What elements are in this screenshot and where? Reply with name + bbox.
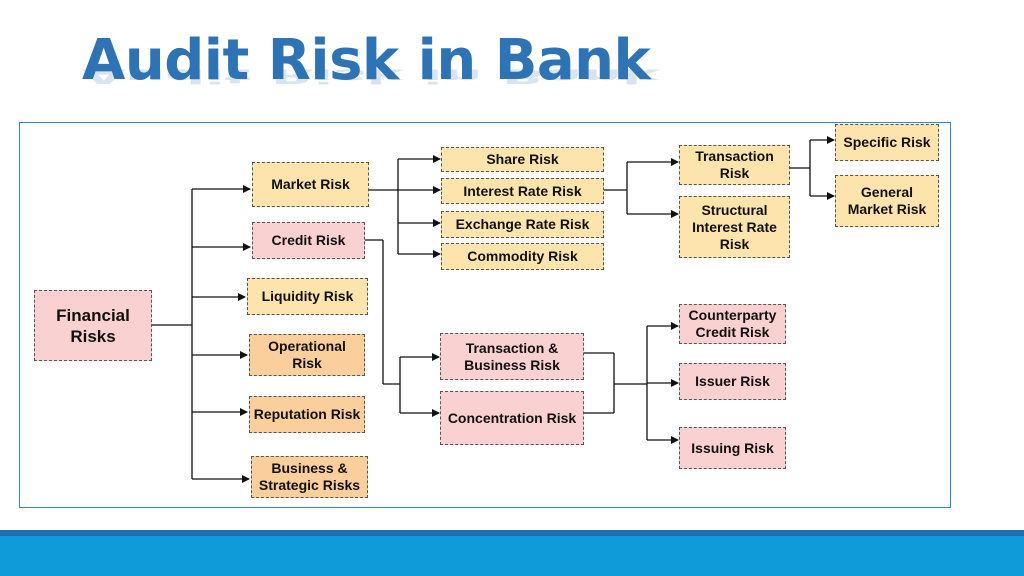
- node-operational-risk: Operational Risk: [249, 334, 365, 376]
- node-share-risk: Share Risk: [441, 147, 604, 172]
- node-counterparty-credit-risk: Counterparty Credit Risk: [679, 304, 786, 344]
- node-structural-interest-rate-risk: Structural Interest Rate Risk: [679, 196, 790, 258]
- node-specific-risk: Specific Risk: [835, 124, 939, 161]
- node-business-strategic-risks: Business & Strategic Risks: [251, 456, 368, 498]
- node-issuing-risk: Issuing Risk: [679, 427, 786, 469]
- footer-band: [0, 536, 1024, 576]
- node-exchange-rate-risk: Exchange Rate Risk: [441, 211, 604, 238]
- node-reputation-risk: Reputation Risk: [249, 396, 365, 433]
- node-transaction-business-risk: Transaction & Business Risk: [440, 333, 584, 380]
- node-financial-risks: Financial Risks: [34, 290, 152, 361]
- node-transaction-risk: Transaction Risk: [679, 145, 790, 185]
- node-market-risk: Market Risk: [252, 162, 369, 207]
- footer-band-line: [0, 530, 1024, 536]
- node-credit-risk: Credit Risk: [252, 222, 365, 259]
- node-concentration-risk: Concentration Risk: [440, 391, 584, 445]
- page-title: Audit Risk in Bank: [82, 28, 651, 93]
- node-liquidity-risk: Liquidity Risk: [247, 278, 368, 315]
- diagram-frame: [19, 122, 951, 508]
- node-general-market-risk: General Market Risk: [835, 175, 939, 227]
- node-interest-rate-risk: Interest Rate Risk: [441, 178, 604, 204]
- node-commodity-risk: Commodity Risk: [441, 243, 604, 270]
- node-issuer-risk: Issuer Risk: [679, 363, 786, 400]
